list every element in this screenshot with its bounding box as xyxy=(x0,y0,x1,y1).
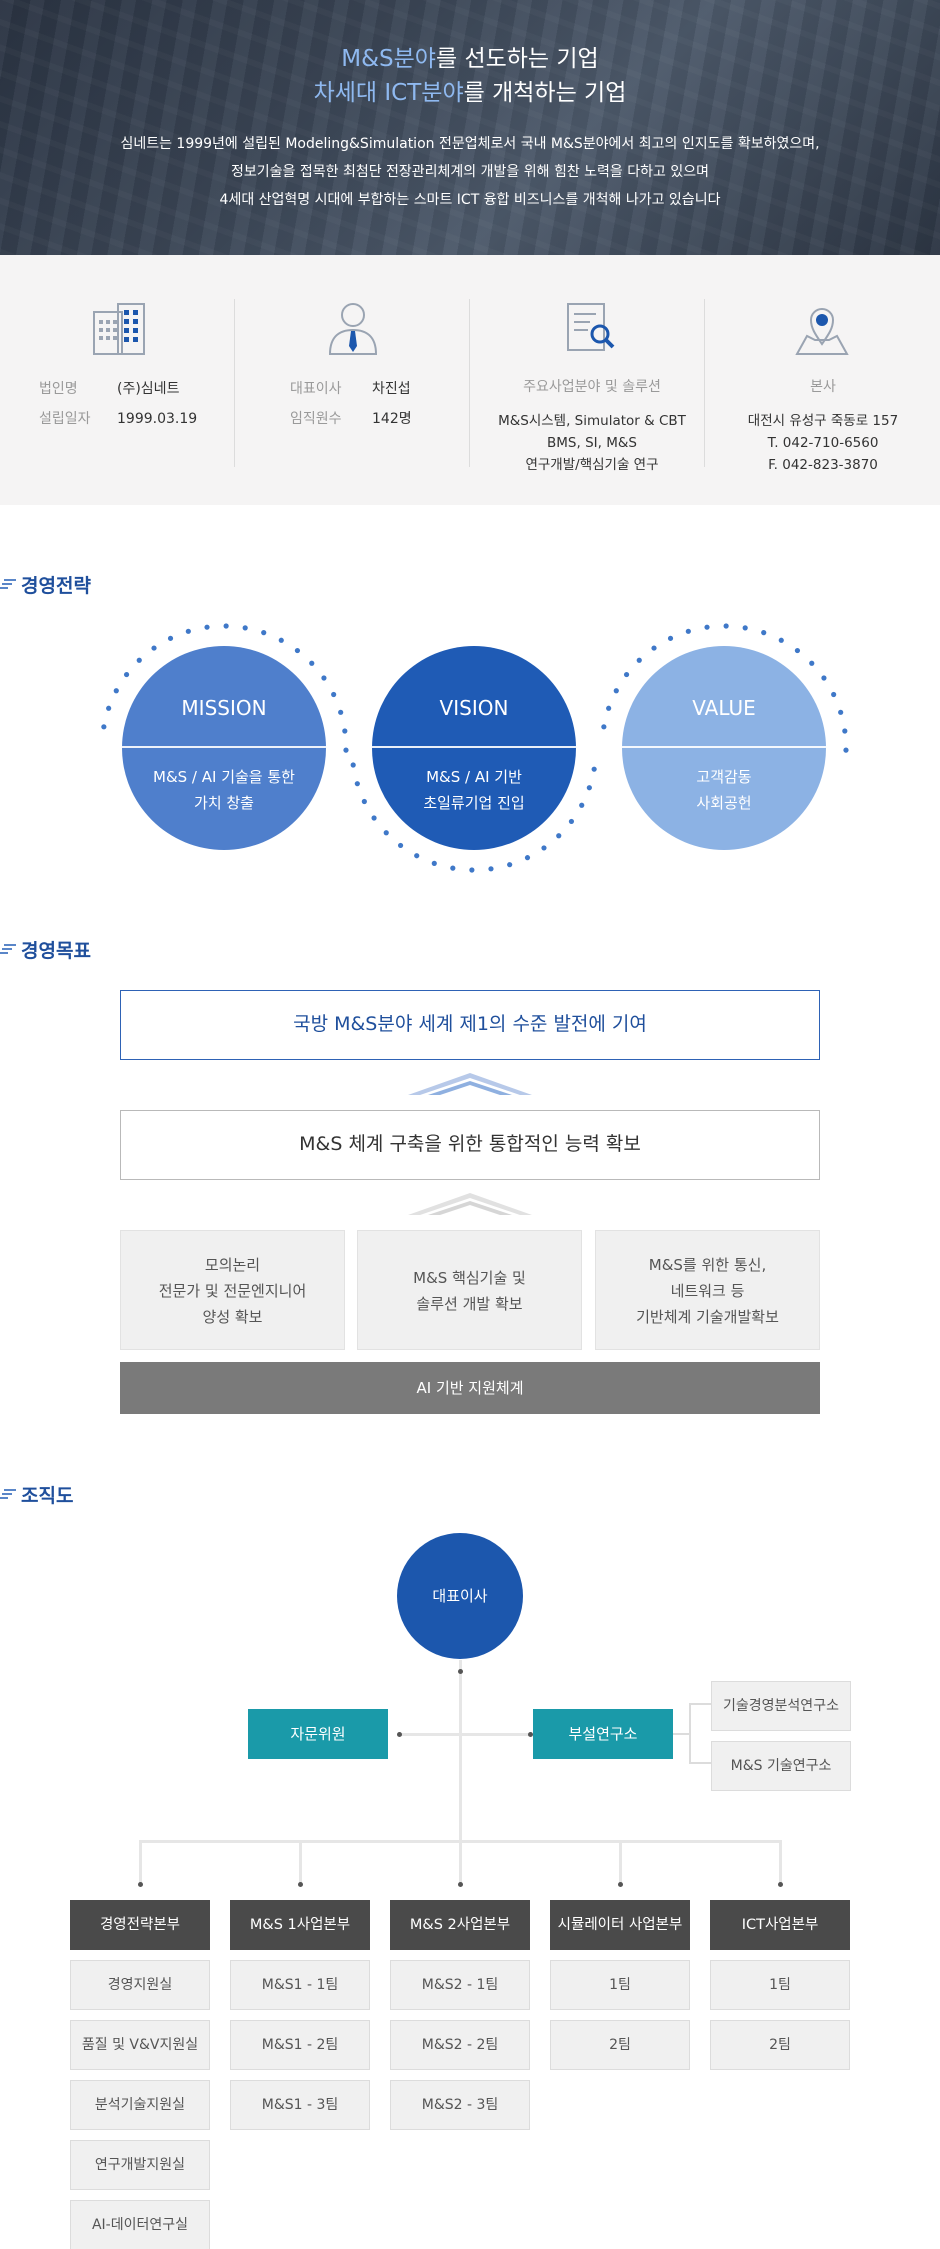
map-pin-icon xyxy=(795,308,849,355)
advisory-node: 자문위원 xyxy=(248,1709,388,1759)
arrow-up-icon xyxy=(408,1073,532,1095)
team-item: 연구개발지원실 xyxy=(70,2140,210,2190)
division-header: M&S 2사업본부 xyxy=(390,1900,530,1950)
hero-title-1: M&S분야를 선도하는 기업 xyxy=(341,46,599,72)
value-circle: VALUE 고객감동 사회공헌 xyxy=(622,646,826,850)
team-item: 경영지원실 xyxy=(70,1960,210,2010)
strategy-dots-layer xyxy=(101,623,849,873)
hero-title-2: 차세대 ICT분야를 개척하는 기업 xyxy=(313,80,627,106)
team-item: AI-데이터연구실 xyxy=(70,2200,210,2249)
goal-pillar-2: M&S 핵심기술 및 솔루션 개발 확보 xyxy=(357,1230,582,1350)
team-item: 2팀 xyxy=(550,2020,690,2070)
info-row-company-name: 법인명(주)심네트 xyxy=(39,381,180,397)
hero-banner: M&S분야를 선도하는 기업 차세대 ICT분야를 개척하는 기업 심네트는 1… xyxy=(0,0,940,255)
team-item: M&S1 - 3팀 xyxy=(230,2080,370,2130)
hero-desc-3: 4세대 산업혁명 시대에 부합하는 스마트 ICT 융합 비즈니스를 개척해 나… xyxy=(219,192,721,208)
team-item: 2팀 xyxy=(710,2020,850,2070)
team-item: M&S1 - 2팀 xyxy=(230,2020,370,2070)
mission-circle: MISSION M&S / AI 기술을 통한 가치 창출 xyxy=(122,646,326,850)
goal-pillar-3: M&S를 위한 통신, 네트워크 등 기반체계 기술개발확보 xyxy=(595,1230,820,1350)
ceo-node: 대표이사 xyxy=(397,1533,523,1659)
hero-desc-2: 정보기술을 접목한 최첨단 전장관리체계의 개발을 위해 힘찬 노력을 다하고 … xyxy=(231,164,709,180)
strategy-heading: 경영전략 xyxy=(0,570,91,598)
division-header: 시뮬레이터 사업본부 xyxy=(550,1900,690,1950)
ceo-person-icon xyxy=(328,303,378,355)
team-item: 1팀 xyxy=(550,1960,690,2010)
info-headquarters: 본사 대전시 유성구 죽동로 157 T. 042-710-6560 F. 04… xyxy=(747,379,899,473)
institute-sub-1: 기술경영분석연구소 xyxy=(711,1681,851,1731)
goals-heading: 경영목표 xyxy=(0,935,91,963)
institute-sub-2: M&S 기술연구소 xyxy=(711,1741,851,1791)
team-item: 품질 및 V&V지원실 xyxy=(70,2020,210,2070)
heading-lines-icon xyxy=(0,942,16,956)
info-business: 주요사업분야 및 솔루션 M&S시스템, Simulator & CBT BMS… xyxy=(498,379,686,473)
document-search-icon xyxy=(567,303,615,351)
team-item: M&S2 - 1팀 xyxy=(390,1960,530,2010)
vision-circle: VISION M&S / AI 기반 초일류기업 진입 xyxy=(372,646,576,850)
team-item: M&S2 - 2팀 xyxy=(390,2020,530,2070)
team-item: 분석기술지원실 xyxy=(70,2080,210,2130)
goal-base-bar: AI 기반 지원체계 xyxy=(120,1362,820,1414)
division-header: ICT사업본부 xyxy=(710,1900,850,1950)
team-item: M&S2 - 3팀 xyxy=(390,2080,530,2130)
team-item: M&S1 - 1팀 xyxy=(230,1960,370,2010)
arrow-up-icon xyxy=(408,1193,532,1215)
institute-node: 부설연구소 xyxy=(533,1709,673,1759)
division-header: 경영전략본부 xyxy=(70,1900,210,1950)
division-header: M&S 1사업본부 xyxy=(230,1900,370,1950)
org-heading: 조직도 xyxy=(0,1480,73,1508)
team-item: 1팀 xyxy=(710,1960,850,2010)
heading-lines-icon xyxy=(0,1487,16,1501)
goal-top-box: 국방 M&S분야 세계 제1의 수준 발전에 기여 xyxy=(120,990,820,1060)
building-icon xyxy=(93,303,145,355)
goal-pillar-1: 모의논리 전문가 및 전문엔지니어 양성 확보 xyxy=(120,1230,345,1350)
goal-middle-box: M&S 체계 구축을 위한 통합적인 능력 확보 xyxy=(120,1110,820,1180)
heading-lines-icon xyxy=(0,577,16,591)
hero-desc-1: 심네트는 1999년에 설립된 Modeling&Simulation 전문업체… xyxy=(120,136,820,152)
